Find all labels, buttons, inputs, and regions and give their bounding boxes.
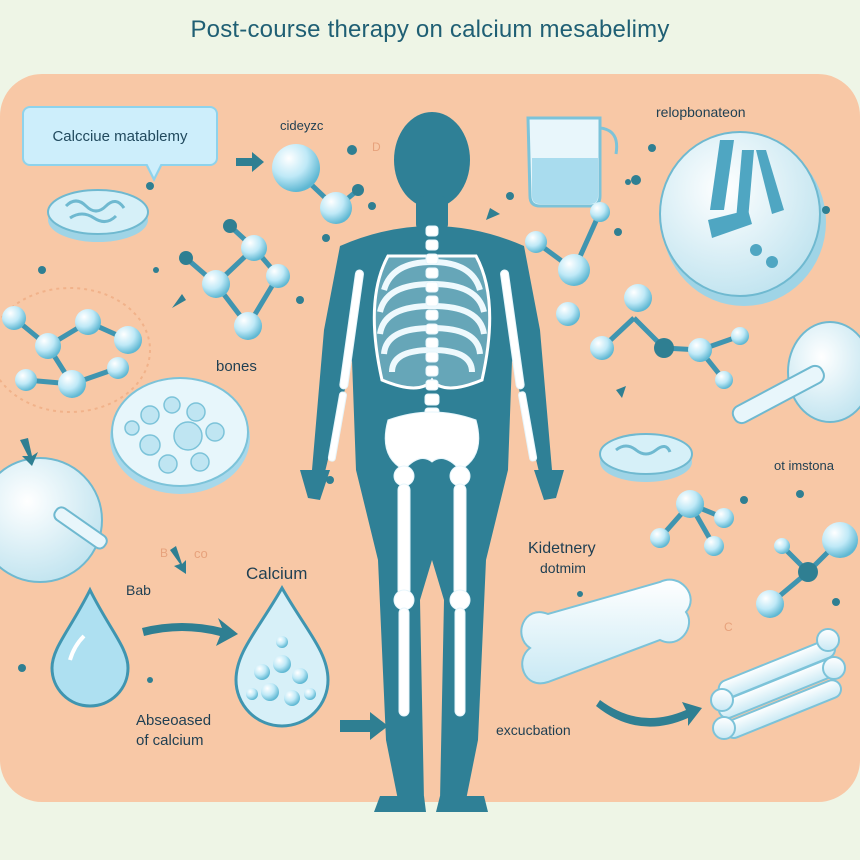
label-ot-imstona: ot imstona (774, 458, 834, 473)
faint-letter-b: B (160, 546, 169, 560)
beaker-icon (526, 116, 619, 208)
water-drop-icon (50, 586, 130, 708)
label-bab: Bab (126, 582, 151, 598)
molecule-left-icon (0, 287, 151, 413)
flow-arrows-left (20, 152, 388, 740)
molecule-lower-right-icon (650, 490, 858, 618)
human-body-silhouette (300, 112, 564, 812)
label-excretion: excucbation (496, 722, 571, 738)
bone-bundle-icon (710, 628, 846, 740)
bone-plate-icon (659, 131, 826, 306)
label-relopbonateon: relopbonateon (656, 104, 746, 120)
label-absorption-line1: Abseoased (136, 712, 212, 729)
molecule-top-right-icon (525, 175, 641, 326)
cell-petri-dish-icon (110, 377, 250, 494)
label-kidney-line1: Kidetnery (528, 540, 596, 557)
faint-letter-c: C (724, 620, 733, 634)
molecule-right-icon (590, 284, 749, 389)
scattered-dots (18, 144, 840, 683)
label-kidney-line2: dotmim (540, 560, 586, 576)
label-cideyzc: cideyzc (280, 118, 324, 133)
label-bones: bones (216, 358, 257, 375)
molecule-top-left-icon (272, 144, 364, 224)
molecule-centre-left-icon (179, 219, 290, 340)
callout-bubble: Calcciue matablemy (22, 106, 218, 166)
page-title: Post-course therapy on calcium mesabelim… (190, 16, 670, 43)
bone-icon (520, 578, 692, 685)
skeleton (327, 225, 538, 717)
faint-letter-d: D (372, 140, 381, 154)
faint-letter-co: co (194, 546, 208, 561)
label-absorption-line2: of calcium (136, 732, 204, 749)
calcium-tablet-icon (0, 457, 108, 583)
callout-text: Calcciue matablemy (52, 127, 188, 145)
tissue-disc-icon (599, 433, 693, 482)
calcium-drop-icon (234, 584, 330, 728)
specimen-jar-icon (731, 321, 860, 425)
flow-arrows-right (486, 208, 702, 727)
callout-tail (145, 163, 163, 182)
label-calcium: Calcium (246, 564, 308, 583)
bone-slice-disc-icon (47, 189, 149, 242)
